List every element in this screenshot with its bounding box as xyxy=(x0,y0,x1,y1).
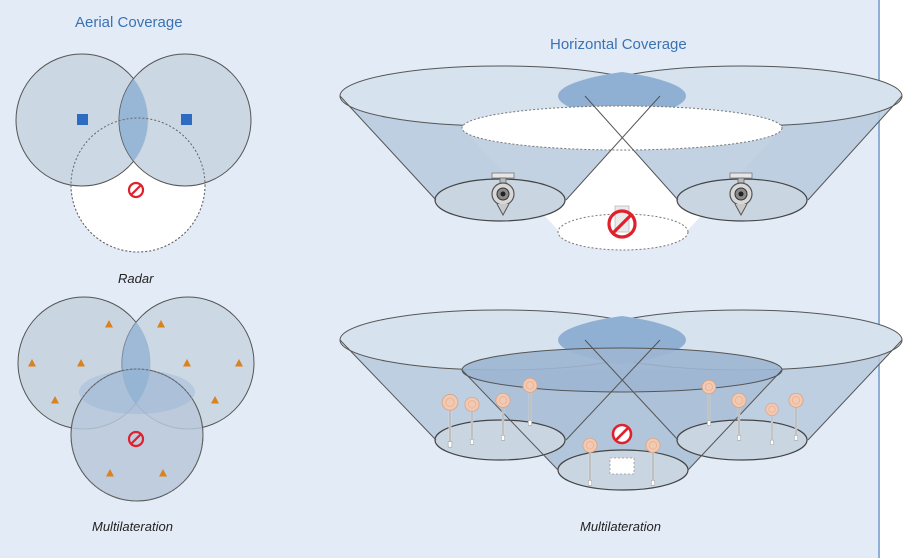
mlat-overlap-center xyxy=(79,370,195,414)
multilateration-aerial-diagram xyxy=(17,296,255,502)
square-marker-icon xyxy=(77,114,88,125)
mlat-overlap-top xyxy=(121,322,151,404)
aerial-coverage-title: Aerial Coverage xyxy=(75,14,183,31)
horizontal-coverage-title: Horizontal Coverage xyxy=(550,36,687,53)
multilateration-caption-right: Multilateration xyxy=(580,519,661,534)
prohibited-circle-icon xyxy=(611,423,633,445)
radar-aerial-diagram xyxy=(15,53,252,253)
multilateration-horizontal-diagram xyxy=(339,309,903,491)
right-divider xyxy=(878,0,880,558)
radar-caption: Radar xyxy=(118,271,154,286)
radar-horizontal-diagram xyxy=(339,65,903,251)
square-marker-icon xyxy=(181,114,192,125)
multilateration-caption-left: Multilateration xyxy=(92,519,173,534)
radar-overlap-region xyxy=(119,79,148,161)
prohibited-circle-icon xyxy=(607,205,637,239)
